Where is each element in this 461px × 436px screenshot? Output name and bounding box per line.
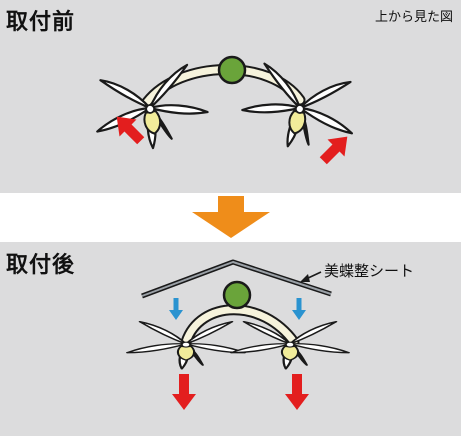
before-pull-arrow-right xyxy=(319,136,348,165)
after-bud xyxy=(222,280,252,310)
after-pull-arrow-right xyxy=(285,374,309,410)
before-bud xyxy=(217,55,247,85)
press-arrow-left xyxy=(169,298,183,320)
after-pull-arrow-left xyxy=(172,374,196,410)
butterfly-sheet xyxy=(141,259,332,299)
transition-arrow xyxy=(192,196,270,238)
before-title: 取付前 xyxy=(6,10,76,35)
after-panel xyxy=(0,242,461,436)
callout-pointer xyxy=(300,271,322,282)
before-pull-arrow-left xyxy=(116,116,145,145)
press-arrow-right xyxy=(292,298,306,320)
after-flower-left xyxy=(126,320,246,370)
before-panel xyxy=(0,0,461,193)
sheet-label: 美蝶整シート xyxy=(324,262,415,280)
after-stem xyxy=(180,304,300,348)
view-note: 上から見た図 xyxy=(374,10,453,25)
after-title: 取付後 xyxy=(6,253,76,278)
